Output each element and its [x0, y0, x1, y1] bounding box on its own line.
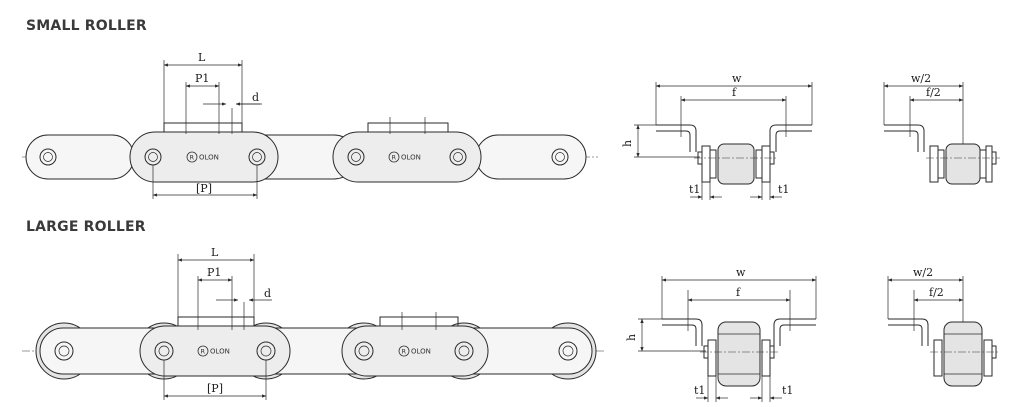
dim-P-label: [P] [196, 182, 212, 195]
large-roller-heading: LARGE ROLLER [26, 219, 146, 235]
small-roller-front-view: w f h t1 t1 [621, 72, 813, 200]
large-roller-side-view: R OLON R OLON L P1 d [P] [22, 246, 604, 400]
svg-text:R: R [201, 348, 206, 356]
dim-d-label: d [252, 91, 259, 104]
dim-h-label: h [621, 140, 634, 147]
svg-text:OLON: OLON [210, 348, 230, 356]
dim-w-label: w [736, 266, 746, 279]
small-roller-side-view: R OLON R OLON L P1 d [P] [22, 51, 598, 199]
dim-f-half-label: f/2 [929, 286, 944, 299]
svg-text:R: R [402, 348, 407, 356]
dim-P-label: [P] [207, 382, 223, 395]
dim-w-label: w [732, 72, 742, 85]
dim-d-label: d [264, 287, 271, 300]
dim-P1-label: P1 [195, 72, 209, 85]
svg-text:R: R [190, 154, 195, 162]
dim-w-half-label: w/2 [913, 266, 933, 279]
large-roller-front-view: w f h t1 t1 [625, 266, 817, 402]
svg-text:OLON: OLON [199, 154, 219, 162]
svg-text:OLON: OLON [411, 348, 431, 356]
dim-t1-label: t1 [778, 183, 789, 196]
dim-t1-label: t1 [782, 384, 793, 397]
dim-f-label: f [732, 86, 737, 99]
dim-t1-label: t1 [689, 183, 700, 196]
dim-P1-label: P1 [207, 266, 221, 279]
brand-logo: R OLON [388, 151, 421, 163]
dim-f-half-label: f/2 [926, 86, 941, 99]
small-roller-heading: SMALL ROLLER [26, 18, 147, 34]
dim-f-label: f [736, 286, 741, 299]
dim-L-label: L [211, 246, 219, 259]
brand-logo: R OLON [197, 345, 230, 357]
svg-text:R: R [392, 154, 397, 162]
dim-t1-label: t1 [694, 384, 705, 397]
large-roller-half-view: w/2 f/2 [887, 266, 1000, 387]
dim-L-label: L [198, 51, 206, 64]
small-roller-half-view: w/2 f/2 [883, 72, 1000, 185]
svg-text:OLON: OLON [401, 154, 421, 162]
brand-logo: R OLON [398, 345, 431, 357]
dim-w-half-label: w/2 [911, 72, 931, 85]
brand-logo: R OLON [186, 151, 219, 163]
dim-h-label: h [625, 334, 638, 341]
